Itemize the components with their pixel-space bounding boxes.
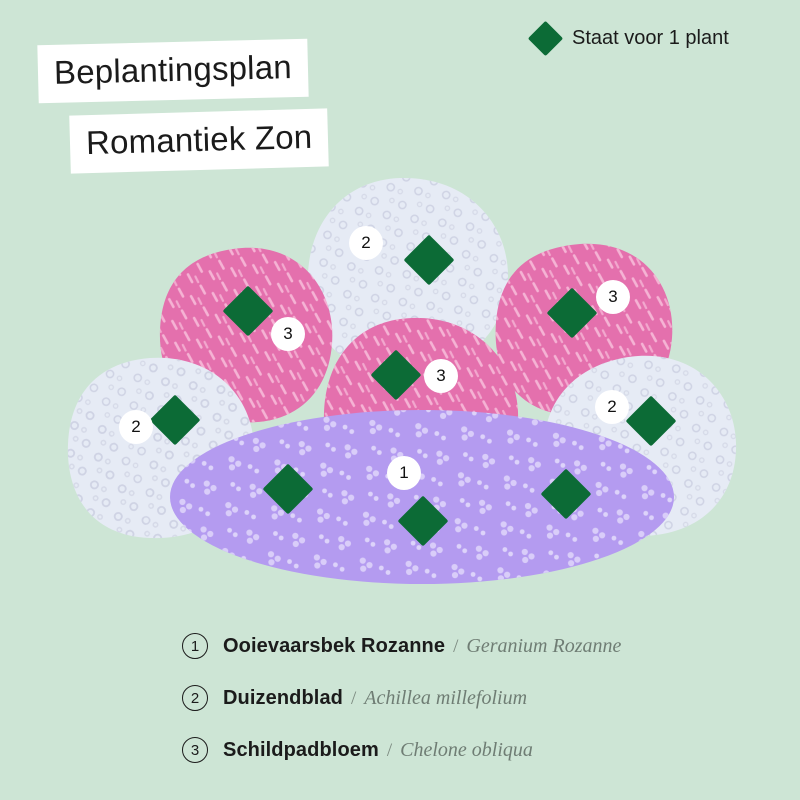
name-separator: / bbox=[453, 635, 459, 657]
plan-badge-pink-right[interactable]: 3 bbox=[596, 280, 630, 314]
plan-badge-pale-top-center[interactable]: 2 bbox=[349, 226, 383, 260]
page-title-line-1: Beplantingsplan bbox=[37, 38, 309, 104]
plant-common-name: Ooievaarsbek Rozanne bbox=[223, 634, 446, 657]
plant-name-group: Schildpadbloem / Chelone obliqua bbox=[223, 739, 533, 762]
plant-number-badge: 3 bbox=[182, 737, 208, 763]
diamond-icon bbox=[527, 20, 564, 57]
plant-latin-name: Chelone obliqua bbox=[400, 738, 533, 761]
plant-name-group: Ooievaarsbek Rozanne / Geranium Rozanne bbox=[223, 635, 621, 658]
plant-latin-name: Achillea millefolium bbox=[364, 686, 528, 709]
plan-badge-pink-left[interactable]: 3 bbox=[271, 317, 305, 351]
plant-common-name: Schildpadbloem bbox=[223, 738, 379, 761]
list-item[interactable]: 2 Duizendblad / Achillea millefolium bbox=[182, 672, 742, 724]
plant-name-group: Duizendblad / Achillea millefolium bbox=[223, 687, 527, 710]
legend-key-label: Staat voor 1 plant bbox=[572, 27, 729, 49]
name-separator: / bbox=[386, 739, 393, 761]
plan-badge-pale-left[interactable]: 2 bbox=[119, 410, 153, 444]
plant-list: 1 Ooievaarsbek Rozanne / Geranium Rozann… bbox=[182, 620, 742, 776]
plant-number-badge: 1 bbox=[182, 633, 208, 659]
list-item[interactable]: 3 Schildpadbloem / Chelone obliqua bbox=[182, 724, 742, 776]
plant-latin-name: Geranium Rozanne bbox=[466, 634, 622, 657]
plan-badge-pale-right[interactable]: 2 bbox=[595, 390, 629, 424]
plant-common-name: Duizendblad bbox=[223, 686, 343, 709]
legend-key: Staat voor 1 plant bbox=[527, 20, 729, 57]
plant-diamond-markers bbox=[150, 235, 676, 546]
page-title-line-2: Romantiek Zon bbox=[69, 108, 330, 174]
plan-badge-pink-center[interactable]: 3 bbox=[424, 359, 458, 393]
plant-number-badge: 2 bbox=[182, 685, 208, 711]
list-item[interactable]: 1 Ooievaarsbek Rozanne / Geranium Rozann… bbox=[182, 620, 742, 672]
plan-badge-purple-front[interactable]: 1 bbox=[387, 456, 421, 490]
name-separator: / bbox=[351, 687, 357, 709]
